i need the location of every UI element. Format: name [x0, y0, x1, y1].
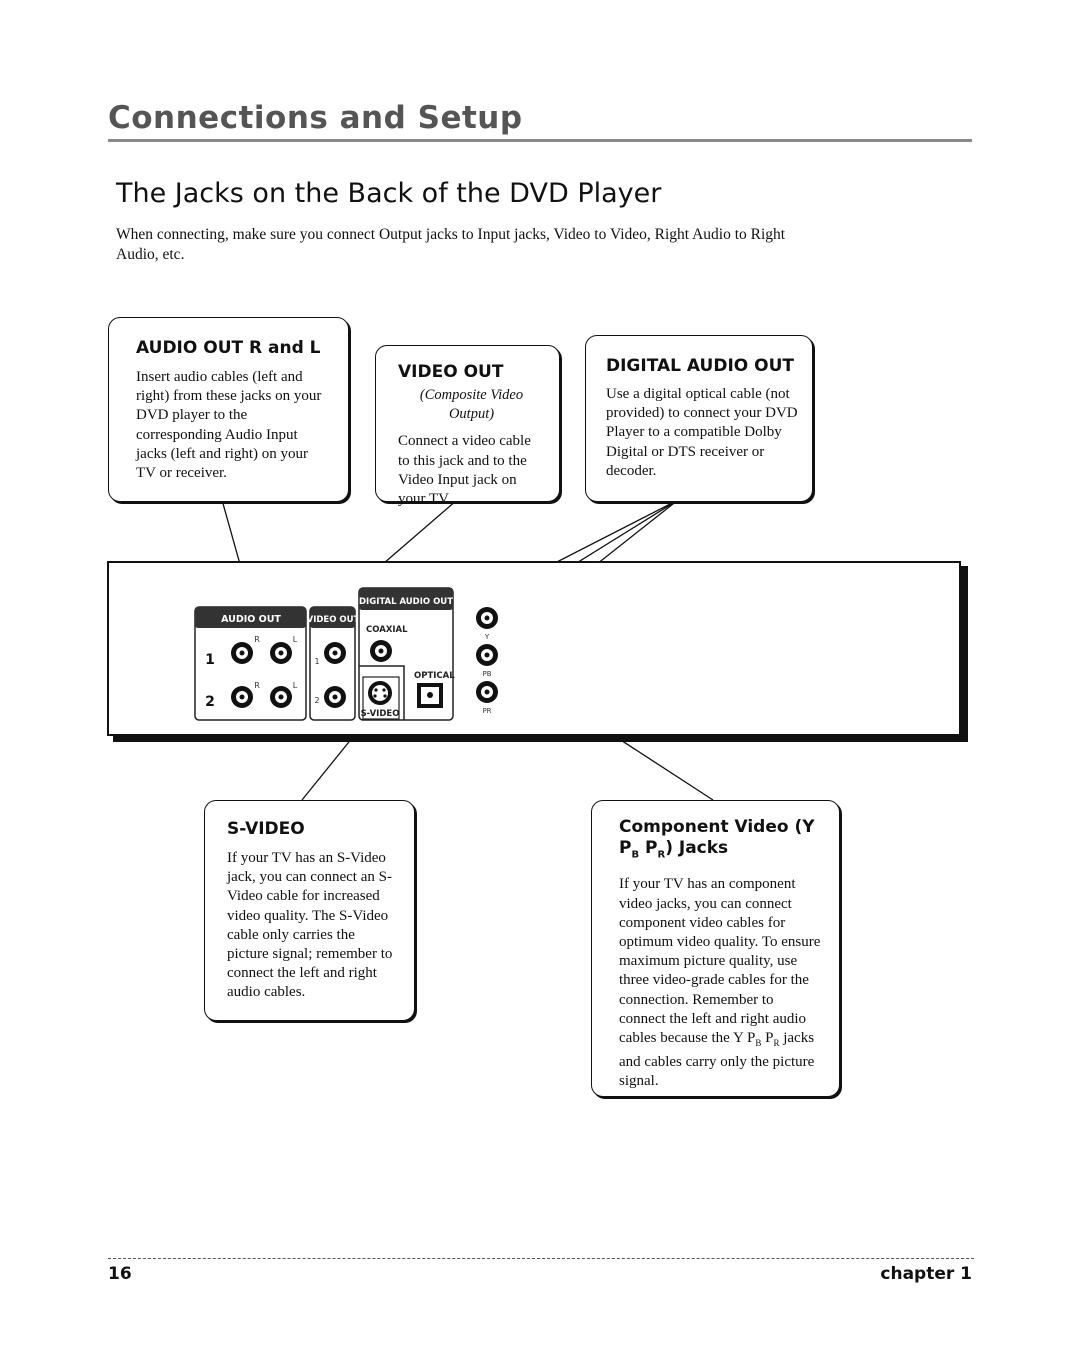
svg-text:S-VIDEO: S-VIDEO [361, 709, 400, 719]
svg-text:AUDIO OUT: AUDIO OUT [221, 614, 281, 625]
svg-text:PB: PB [482, 670, 491, 678]
svg-text:L: L [293, 635, 298, 644]
s-video-body: If your TV has an S-Video jack, you can … [227, 850, 393, 1001]
audio-out-body: Insert audio cables (left and right) fro… [136, 369, 322, 482]
svg-text:1: 1 [205, 652, 215, 668]
audio-jack-1-r [231, 642, 253, 664]
component-pr-jack [476, 681, 498, 703]
component-video-title: Component Video (Y PB PR) Jacks [619, 817, 815, 861]
s-video-callout: S-VIDEO If your TV has an S-Video jack, … [204, 800, 415, 1021]
svg-text:1: 1 [314, 657, 319, 666]
svg-text:L: L [293, 681, 298, 690]
digital-audio-out-callout: DIGITAL AUDIO OUT Use a digital optical … [585, 335, 813, 502]
audio-jack-1-l [270, 642, 292, 664]
video-jack-2 [324, 686, 346, 708]
s-video-jack: S-VIDEO [361, 676, 400, 720]
video-out-callout: VIDEO OUT (Composite Video Output) Conne… [375, 345, 560, 507]
svg-text:R: R [254, 635, 260, 644]
component-video-callout: Component Video (Y PB PR) Jacks If your … [591, 800, 840, 1097]
digital-audio-out-title: DIGITAL AUDIO OUT [606, 356, 794, 376]
video-out-title: VIDEO OUT [398, 362, 504, 382]
svg-text:Y: Y [484, 633, 490, 641]
video-out-subtitle: (Composite Video Output) [419, 387, 524, 423]
component-y-jack [476, 607, 498, 629]
section-title: Connections and Setup [108, 100, 523, 136]
svg-text:2: 2 [314, 696, 319, 705]
svg-text:R: R [254, 681, 260, 690]
coaxial-jack [370, 640, 392, 662]
chapter-label: chapter 1 [880, 1264, 972, 1284]
optical-jack [417, 683, 443, 708]
intro-text: When connecting, make sure you connect O… [116, 226, 786, 263]
svg-text:DIGITAL AUDIO OUT: DIGITAL AUDIO OUT [359, 597, 453, 607]
svg-text:2: 2 [205, 694, 215, 710]
svg-text:OPTICAL: OPTICAL [414, 671, 455, 681]
component-pb-jack [476, 644, 498, 666]
page-title: The Jacks on the Back of the DVD Player [116, 178, 662, 209]
audio-out-callout: AUDIO OUT R and L Insert audio cables (l… [108, 317, 349, 502]
video-jack-1 [324, 642, 346, 664]
svg-text:PR: PR [482, 707, 491, 715]
section-rule [108, 139, 972, 142]
footer-rule [108, 1258, 974, 1259]
video-out-body: Connect a video cable to this jack and t… [398, 433, 531, 508]
component-video-body: If your TV has an component video jacks,… [619, 876, 821, 1090]
digital-audio-out-body: Use a digital optical cable (not provide… [606, 386, 798, 479]
s-video-title: S-VIDEO [227, 819, 305, 839]
svg-text:VIDEO OUT: VIDEO OUT [307, 615, 360, 625]
audio-jack-2-r [231, 686, 253, 708]
audio-out-title: AUDIO OUT R and L [136, 338, 321, 358]
audio-jack-2-l [270, 686, 292, 708]
page-number: 16 [108, 1264, 132, 1284]
svg-text:COAXIAL: COAXIAL [366, 625, 408, 635]
